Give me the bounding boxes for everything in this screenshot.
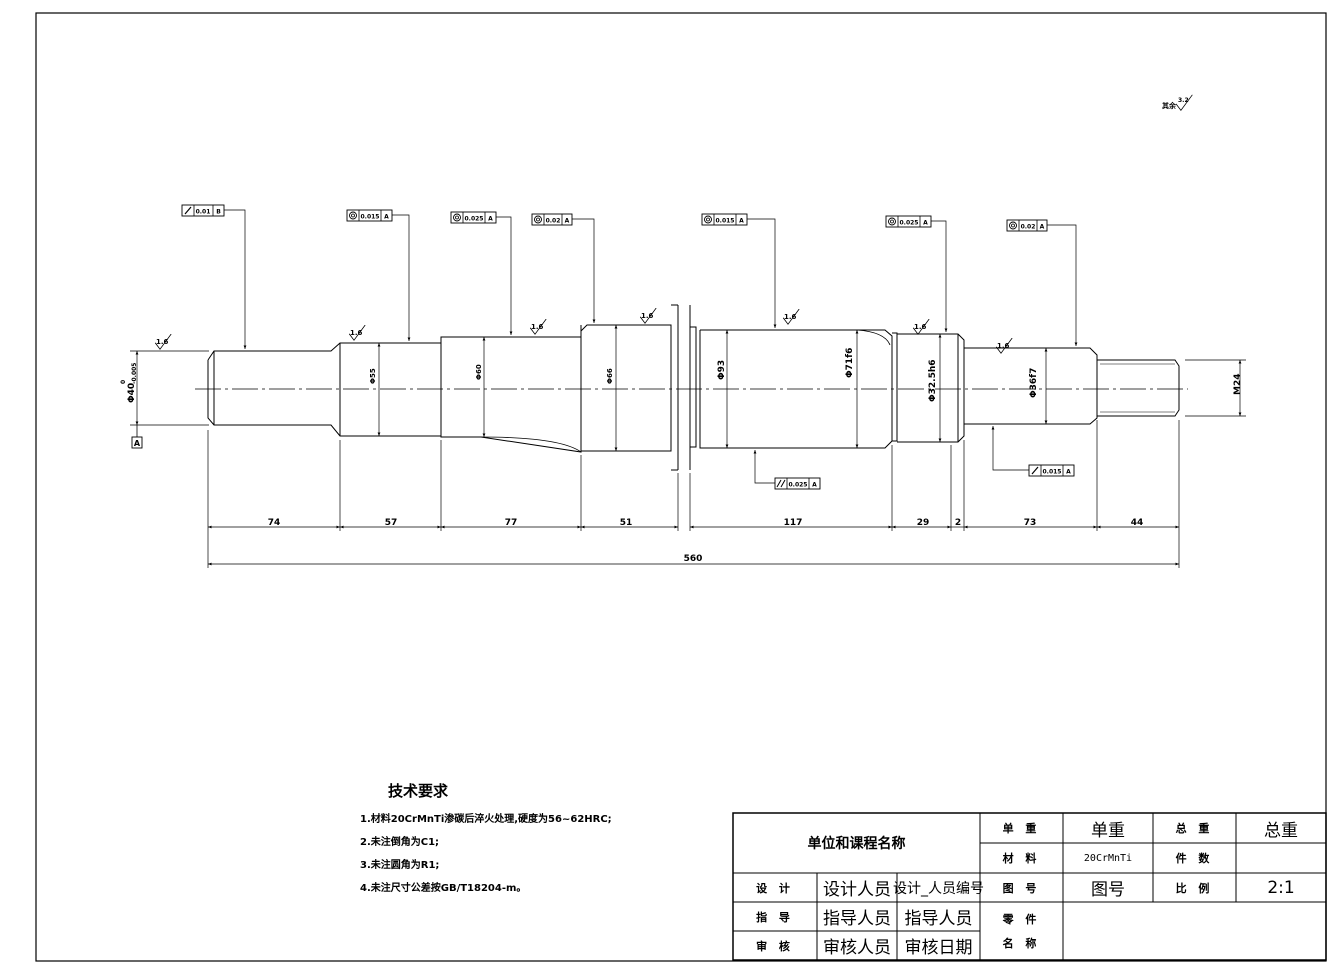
scale-value: 2:1 [1267,877,1295,898]
fcf-runout-1: 0.01 B [181,204,247,349]
svg-text:1.6: 1.6 [641,312,654,320]
guide-person: 指导人员 [823,909,891,929]
dia-label-40-tol-lower: -0.005 [131,363,138,384]
title-block-grid [732,812,1327,961]
svg-text:1.6: 1.6 [531,323,544,331]
fcf-concentricity-7: 0.02 A [1006,219,1078,346]
drawing-no-label: 图 号 [1002,881,1041,895]
requirement-item: 3.未注圆角为R1; [360,860,440,871]
total-weight-label: 总 重 [1175,822,1214,835]
datum-a: A [131,425,143,449]
dia-label-36f7: Φ36f7 [1029,368,1039,398]
dim-560: 560 [684,554,703,564]
svg-text:1.6: 1.6 [914,323,927,331]
svg-text:1.6: 1.6 [997,342,1010,350]
svg-text:0.015: 0.015 [1043,469,1062,476]
svg-text:3.2: 3.2 [1178,97,1189,104]
svg-text:A: A [739,218,744,225]
dia-label-40-tol-upper: 0 [120,380,127,384]
designer-number: 设计_人员编号 [893,880,984,897]
part-label-2: 名 称 [1002,937,1041,950]
svg-text:A: A [1066,469,1071,476]
svg-text:B: B [216,209,221,216]
dim-117: 117 [784,518,803,528]
part-name-value [1063,902,1326,960]
review-label: 审 核 [756,939,794,953]
dim-29: 29 [917,518,930,528]
svg-text:0.02: 0.02 [1021,224,1036,231]
dim-74: 74 [268,518,281,528]
shaft-outline [207,304,1180,471]
requirements-list: 1.材料20CrMnTi渗碳后淬火处理,硬度为56~62HRC; 2.未注倒角为… [360,808,612,900]
part-label-1: 零 件 [1002,913,1041,926]
svg-text:1.6: 1.6 [156,338,169,346]
requirement-item: 4.未注尺寸公差按GB/T18204-m。 [360,883,527,894]
quantity-value [1236,843,1326,873]
fcf-concentricity-5: 0.015 A [701,213,777,328]
svg-text:A: A [134,439,141,448]
dim-51: 51 [620,518,633,528]
svg-text:A: A [812,482,817,489]
reviewer-name: 审核人员 [823,938,891,958]
dim-77: 77 [505,518,518,528]
svg-text:A: A [384,214,389,221]
svg-text:0.015: 0.015 [716,218,735,225]
title-block: 单位和课程名称 单 重 单重 总 重 总重 材 料 20CrMnTi 件 数 设… [733,813,1326,960]
designer-name: 设计人员 [823,880,891,900]
fcf-concentricity-3: 0.025 A [450,211,513,335]
total-weight-value: 总重 [1264,820,1298,841]
requirement-item: 2.未注倒角为C1; [360,837,440,848]
roughness-note: 其余 3.2 [1162,94,1193,111]
svg-text:0.01: 0.01 [196,209,211,216]
dim-2: 2 [955,518,961,528]
svg-text:A: A [488,216,493,223]
svg-text:A: A [923,220,928,227]
unit-name: 单位和课程名称 [807,836,906,852]
quantity-label: 件 数 [1175,852,1214,865]
unit-weight-value: 单重 [1091,820,1125,841]
review-date: 审核日期 [904,938,973,958]
guide-label: 指 导 [756,910,794,924]
dim-73: 73 [1024,518,1037,528]
length-dimensions [207,420,1180,568]
requirements-title: 技术要求 [388,782,449,800]
drawing-no-value: 图号 [1091,880,1125,900]
svg-text:0.025: 0.025 [789,482,808,489]
material-value: 20CrMnTi [1083,852,1133,864]
dia-label-93: Φ93 [717,360,727,380]
dia-label-55: Φ55 [369,368,377,384]
svg-text:1.6: 1.6 [350,329,363,337]
dim-44: 44 [1131,518,1144,528]
svg-text:A: A [565,218,570,225]
material-label: 材 料 [1002,852,1041,865]
dia-label-60: Φ60 [475,364,483,380]
fcf-concentricity-4: 0.02 A [531,213,596,323]
svg-text:0.02: 0.02 [546,218,561,225]
svg-text:0.015: 0.015 [361,214,380,221]
guide-person-2: 指导人员 [904,909,973,929]
diameter-dimensions [130,325,1246,451]
dia-label-71f6: Φ71f6 [845,348,855,378]
dia-label-66: Φ66 [606,368,614,384]
fcf-concentricity-2: 0.015 A [346,209,411,341]
svg-text:0.025: 0.025 [900,220,919,227]
design-label: 设 计 [756,881,794,895]
fcf-total-runout-8: 0.025 A [753,450,821,490]
svg-text:1.6: 1.6 [784,313,797,321]
svg-text:A: A [1040,224,1045,231]
dia-label-32-5h6: Φ32.5h6 [928,359,938,402]
unit-weight-label: 单 重 [1002,822,1041,835]
fcf-runout-9: 0.015 A [991,426,1075,477]
svg-text:0.025: 0.025 [465,216,484,223]
dia-label-40: Φ40 [127,383,137,403]
fcf-concentricity-6: 0.025 A [885,215,948,332]
dia-label-m24: M24 [1233,374,1243,395]
dim-57: 57 [385,518,398,528]
roughness-marks: 1.6 1.6 1.6 1.6 1.6 1.6 1.6 [155,308,1013,354]
requirement-item: 1.材料20CrMnTi渗碳后淬火处理,硬度为56~62HRC; [360,814,612,825]
sheet-border [35,12,1327,962]
scale-label: 比 例 [1175,881,1214,895]
svg-text:其余: 其余 [1162,101,1177,110]
